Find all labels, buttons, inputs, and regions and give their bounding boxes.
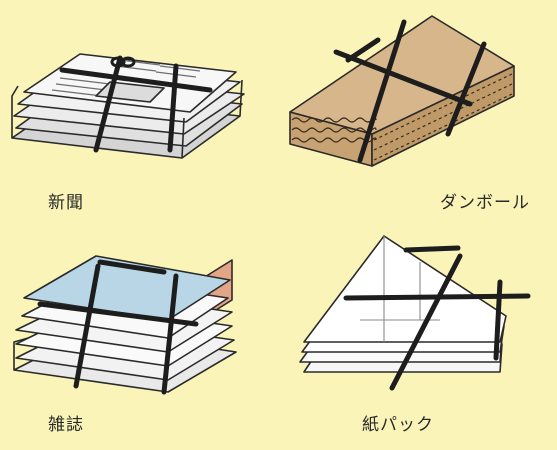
paper-carton-label: 紙パック [362, 415, 434, 435]
paper-carton-bundle-icon [299, 235, 531, 391]
newspaper-bundle-icon [11, 53, 245, 159]
newspaper-label: 新聞 [48, 193, 84, 213]
magazine-bundle-icon [13, 255, 237, 395]
cardboard-label: ダンボール [440, 193, 530, 213]
cardboard-bundle-icon [289, 15, 515, 167]
magazine-label: 雑誌 [48, 415, 84, 435]
